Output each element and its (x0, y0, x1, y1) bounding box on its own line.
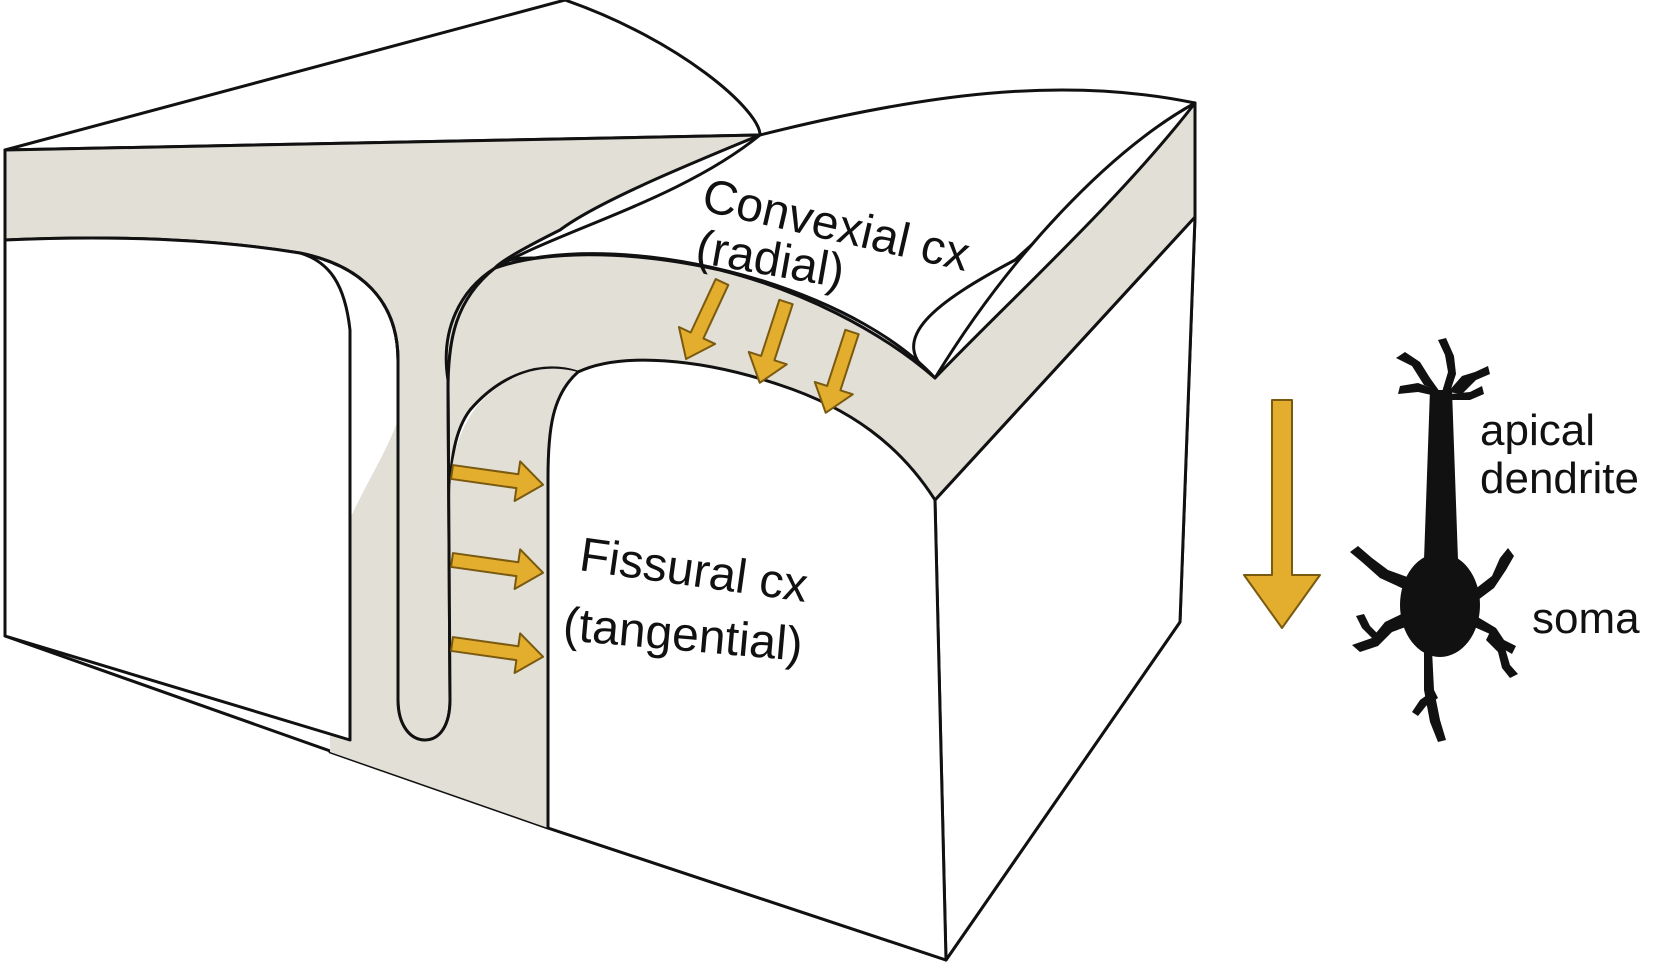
soma-label: soma (1532, 594, 1640, 643)
dendrite-label: dendrite (1480, 454, 1639, 503)
tangential-arrow-1 (450, 460, 545, 502)
pyramidal-neuron-icon (1350, 338, 1518, 742)
tangential-arrow-3 (450, 632, 545, 674)
vertical-orientation-arrow (1243, 399, 1321, 629)
left-white-matter (3, 236, 352, 742)
left-top-face (3, 0, 762, 152)
right-white-matter (546, 358, 948, 962)
convexial-band-edge (493, 252, 937, 380)
radial-arrow-3 (813, 328, 860, 414)
tangential-arrows (450, 460, 545, 674)
radial-arrows (677, 278, 860, 414)
tangential-arrow-2 (450, 548, 545, 590)
fissure-outline (298, 251, 497, 742)
apical-label: apical (1480, 406, 1595, 455)
radial-arrow-2 (747, 298, 794, 384)
radial-arrow-1 (677, 278, 730, 361)
